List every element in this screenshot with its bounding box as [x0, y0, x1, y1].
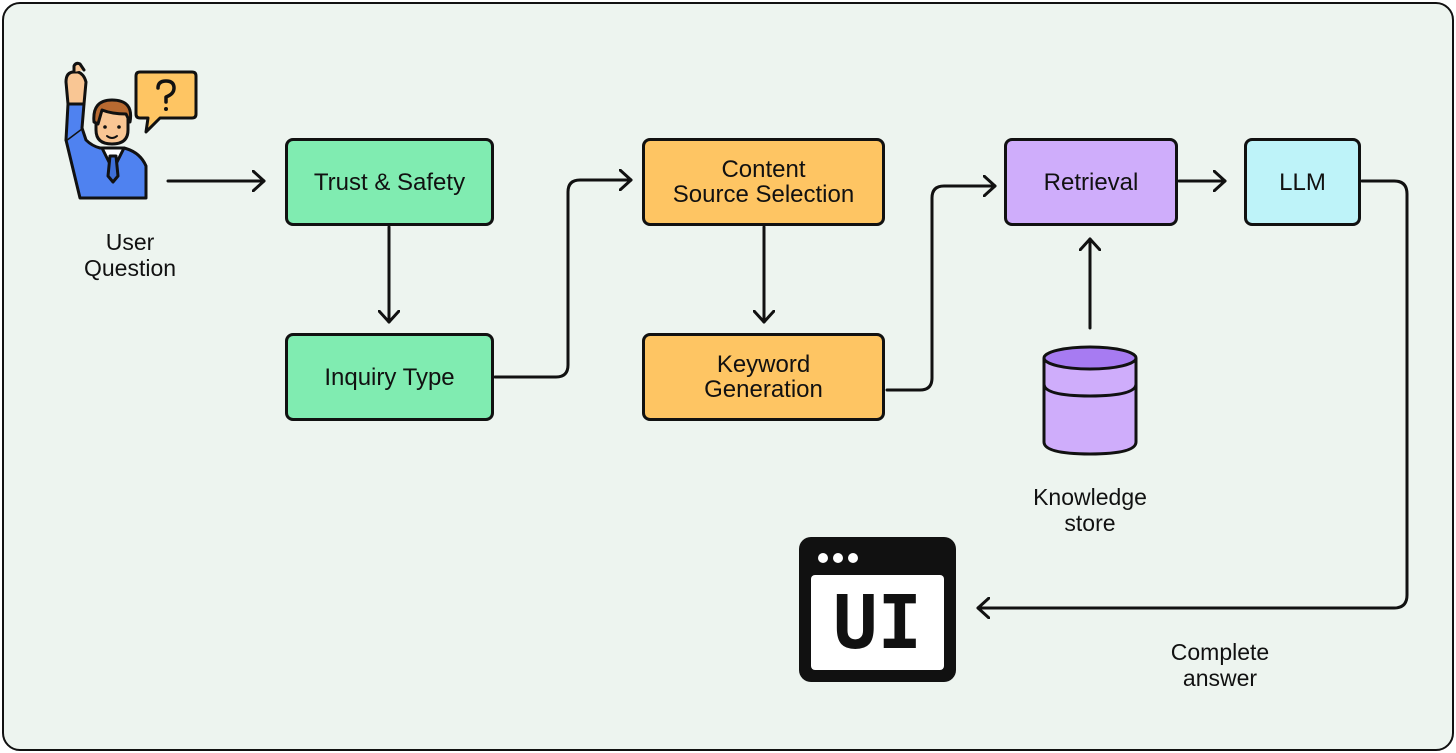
arrow-llm-to-ui — [976, 179, 1409, 608]
database-icon — [1042, 345, 1138, 456]
user-question-label: User Question — [83, 229, 177, 281]
complete-answer-label: Complete answer — [1170, 639, 1270, 691]
ui-window-icon — [799, 537, 956, 682]
user-question-icon — [64, 61, 198, 200]
node-inquiry-type: Inquiry Type — [285, 333, 494, 421]
node-retrieval: Retrieval — [1004, 138, 1178, 226]
knowledge-store-label: Knowledge store — [1033, 484, 1147, 536]
node-llm: LLM — [1244, 138, 1361, 226]
connectors — [166, 179, 1409, 608]
node-keyword-generation: Keyword Generation — [642, 333, 885, 421]
node-trust-safety: Trust & Safety — [285, 138, 494, 226]
arrow-keyword-to-retrieval — [885, 186, 997, 392]
ui-window-text: UI — [832, 579, 923, 666]
node-content-source-selection: Content Source Selection — [642, 138, 885, 226]
arrow-inquiry-to-content — [493, 180, 633, 379]
